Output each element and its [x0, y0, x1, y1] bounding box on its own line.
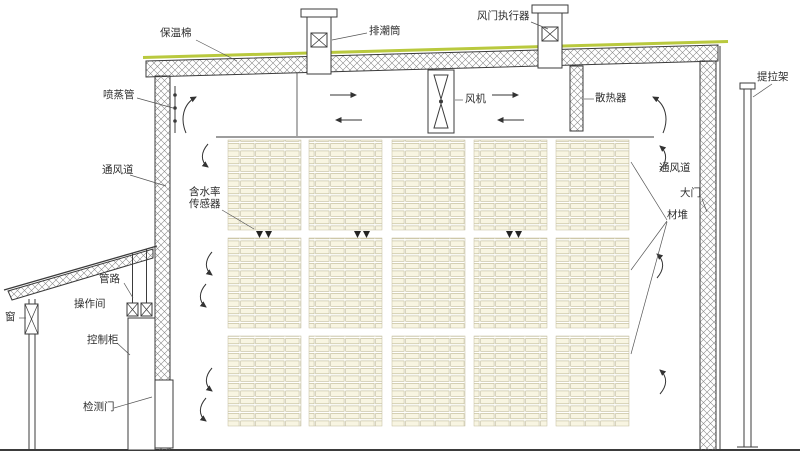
label-timber-stack: 材堆	[667, 209, 688, 221]
label-insulation: 保温棉	[160, 27, 192, 39]
exhaust-chimney	[300, 8, 338, 75]
timber-stack	[391, 139, 466, 231]
window-symbol	[24, 303, 39, 335]
label-window: 窗	[5, 311, 16, 323]
radiator	[569, 65, 584, 132]
timber-stack	[473, 237, 548, 329]
actuator-chimney	[531, 4, 569, 69]
leader-lines	[19, 21, 773, 409]
label-radiator: 散热器	[595, 92, 627, 104]
label-operation-room: 操作间	[74, 298, 106, 310]
right-wall-main-door	[699, 60, 717, 451]
timber-stack	[227, 335, 302, 427]
label-vent-duct-left: 通风道	[102, 164, 134, 176]
control-cabinet-box	[127, 317, 156, 451]
label-moisture-sensor: 含水率 传感器	[189, 186, 221, 210]
timber-stack	[391, 237, 466, 329]
timber-stack	[308, 335, 383, 427]
fan	[427, 69, 455, 134]
label-piping: 管路	[99, 273, 120, 285]
label-inspection-door: 检测门	[83, 401, 115, 413]
timber-stack	[473, 335, 548, 427]
timber-stack	[391, 335, 466, 427]
label-damper-actuator: 风门执行器	[477, 10, 530, 22]
timber-stack	[555, 237, 630, 329]
moisture-sensor-probes	[256, 231, 522, 238]
timber-stacks	[227, 139, 630, 427]
label-lift-frame: 提拉架	[757, 71, 789, 83]
lift-frame	[737, 82, 758, 448]
timber-stack	[308, 237, 383, 329]
label-vent-duct-right: 通风道	[659, 162, 691, 174]
timber-stack	[227, 139, 302, 231]
timber-stack	[555, 139, 630, 231]
timber-stack	[308, 139, 383, 231]
label-exhaust-cylinder: 排潮筒	[369, 25, 401, 37]
roof-insulation	[142, 40, 729, 78]
label-main-door: 大门	[680, 187, 701, 199]
timber-stack	[555, 335, 630, 427]
timber-stack	[227, 237, 302, 329]
steam-spray-pipe	[173, 86, 177, 133]
airflow-arrows	[182, 92, 667, 422]
piping-valves	[126, 249, 153, 317]
label-fan: 风机	[465, 93, 486, 105]
label-control-cabinet: 控制柜	[87, 334, 119, 346]
left-wall	[154, 75, 171, 451]
label-steam-spray-pipe: 喷蒸管	[103, 89, 135, 101]
timber-stack	[473, 139, 548, 231]
